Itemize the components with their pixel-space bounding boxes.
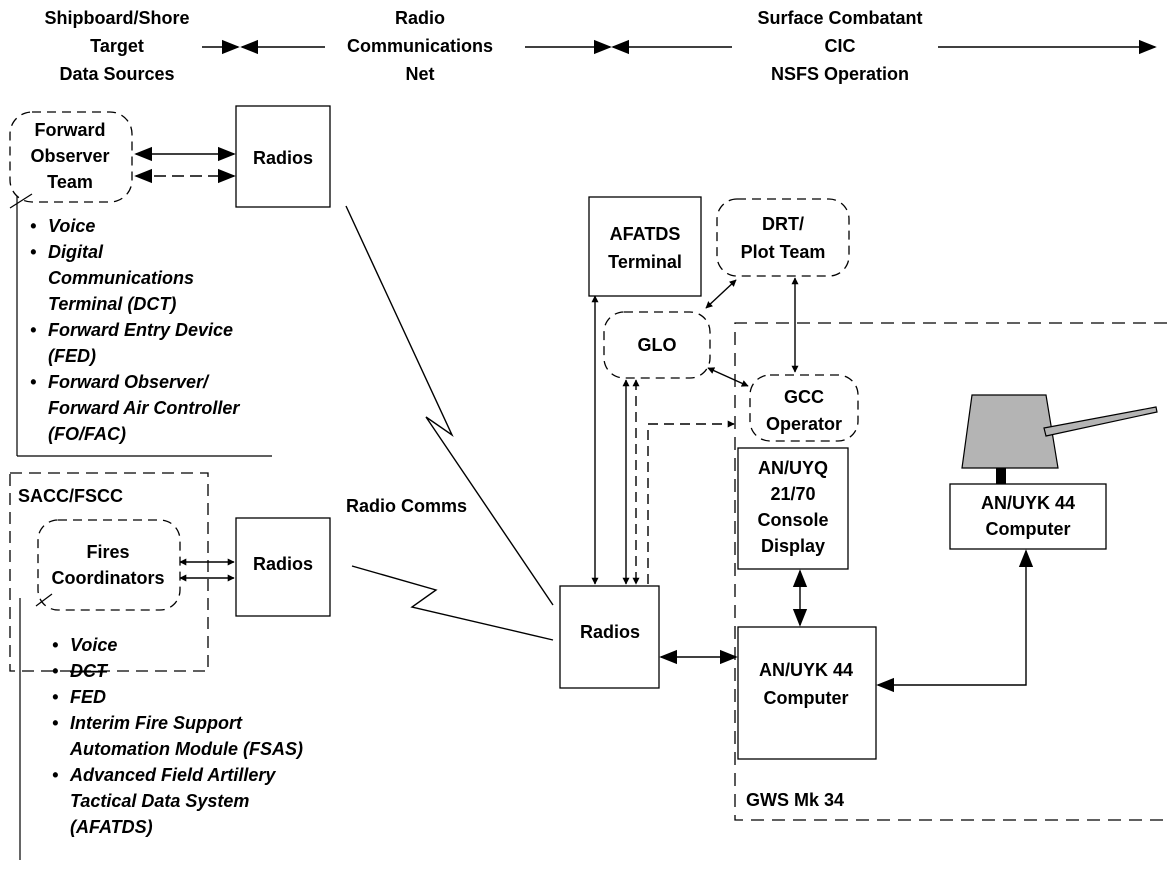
console-display-box xyxy=(737,447,849,570)
ship-radios-box xyxy=(559,585,660,689)
sacc-bullet-text: Advanced Field Artillery xyxy=(69,765,276,785)
sacc-bullet-text: Tactical Data System xyxy=(70,791,249,811)
main-computer-box xyxy=(737,626,877,760)
radio-link-sacc-to-ship xyxy=(351,565,554,641)
header-right-line1: Surface Combatant xyxy=(757,8,922,28)
sacc-bullet-dot: • xyxy=(52,687,58,707)
fo-bullet-text: Communications xyxy=(48,268,194,288)
fo-bullet-text: Forward Entry Device xyxy=(48,320,233,340)
gcc-operator-box xyxy=(749,374,859,442)
fo-bullet-dot: • xyxy=(30,216,36,236)
afatds-line1: AFATDS xyxy=(610,224,681,244)
header-middle: Radio Communications Net xyxy=(347,8,493,84)
sacc-bullet-text: Voice xyxy=(70,635,117,655)
forward-observer-team-line3: Team xyxy=(47,172,93,192)
sacc-bullet-text: (AFATDS) xyxy=(70,817,153,837)
main-computer-line2: Computer xyxy=(764,688,849,708)
header-left-line3: Data Sources xyxy=(59,64,174,84)
forward-observer-radios-label: Radios xyxy=(253,148,313,168)
header-middle-line1: Radio xyxy=(395,8,445,28)
forward-observer-radios-box xyxy=(235,105,331,208)
fo-bullet-text: (FO/FAC) xyxy=(48,424,126,444)
sacc-bullet-dot: • xyxy=(52,765,58,785)
header-middle-line3: Net xyxy=(405,64,434,84)
fires-coordinators-line2: Coordinators xyxy=(51,568,164,588)
glo-drt-link xyxy=(705,279,737,309)
fo-bullet-text: (FED) xyxy=(48,346,96,366)
gun-computer-line1: AN/UYK 44 xyxy=(981,493,1075,513)
fires-coordinators-box xyxy=(37,519,181,611)
sacc-radios-box xyxy=(235,517,331,617)
sacc-bullet-text: Interim Fire Support xyxy=(70,713,243,733)
afatds-line2: Terminal xyxy=(608,252,682,272)
sacc-bullet-text: DCT xyxy=(70,661,109,681)
console-line4: Display xyxy=(761,536,825,556)
glo-gcc-link xyxy=(707,367,749,387)
sacc-bracket-tick xyxy=(35,593,53,607)
header-right-line3: NSFS Operation xyxy=(771,64,909,84)
glo-label: GLO xyxy=(638,335,677,355)
sacc-bullet-text: FED xyxy=(70,687,106,707)
gun-barrel xyxy=(1043,406,1158,437)
header-right: Surface Combatant CIC NSFS Operation xyxy=(757,8,922,84)
sacc-fscc-box xyxy=(9,472,209,672)
drt-line1: DRT/ xyxy=(762,214,804,234)
fo-bullet-text: Forward Observer/ xyxy=(48,372,210,392)
header-left: Shipboard/Shore Target Data Sources xyxy=(44,8,189,84)
sacc-bullet-dot: • xyxy=(52,635,58,655)
console-line2: 21/70 xyxy=(770,484,815,504)
gws-mk34-label: GWS Mk 34 xyxy=(746,790,844,810)
afatds-terminal-box xyxy=(588,196,702,297)
fo-bullet-text: Voice xyxy=(48,216,95,236)
gun-computer-line2: Computer xyxy=(986,519,1071,539)
fo-bullet-dot: • xyxy=(30,320,36,340)
console-line1: AN/UYQ xyxy=(758,458,828,478)
sacc-bullet-dot: • xyxy=(52,661,58,681)
fo-bullet-text: Forward Air Controller xyxy=(48,398,240,418)
computer-gun-link xyxy=(876,549,1034,693)
gun-mount-icon xyxy=(961,394,1158,484)
sacc-bullet-dot: • xyxy=(52,713,58,733)
gun-pedestal xyxy=(996,468,1006,484)
sacc-bullets: • Voice • DCT • FED • Interim Fire SupportAutom… xyxy=(52,635,303,837)
header-left-line1: Shipboard/Shore xyxy=(44,8,189,28)
header-left-line2: Target xyxy=(90,36,144,56)
fo-bullet-text: Terminal (DCT) xyxy=(48,294,176,314)
gws-mk34-boundary xyxy=(734,322,1167,821)
gun-turret-body xyxy=(961,394,1059,469)
radio-comms-label: Radio Comms xyxy=(346,496,467,516)
fo-bullet-dot: • xyxy=(30,372,36,392)
drt-plot-team-box xyxy=(716,198,850,277)
gcc-line1: GCC xyxy=(784,387,824,407)
sacc-bullet-text: Automation Module (FSAS) xyxy=(69,739,303,759)
forward-observer-team-box xyxy=(9,111,133,203)
ship-connections xyxy=(591,277,1034,693)
main-computer-line1: AN/UYK 44 xyxy=(759,660,853,680)
fo-bracket-tick xyxy=(9,193,33,209)
radios-gcc-dashed-link xyxy=(647,420,735,584)
console-line3: Console xyxy=(757,510,828,530)
gcc-line2: Operator xyxy=(766,414,842,434)
gun-computer-box xyxy=(949,483,1107,550)
fo-bullet-dot: • xyxy=(30,242,36,262)
radio-link-fo-to-ship xyxy=(345,205,554,606)
sacc-fscc-title: SACC/FSCC xyxy=(18,486,123,506)
forward-observer-team-line2: Observer xyxy=(30,146,109,166)
sacc-radios-label: Radios xyxy=(253,554,313,574)
ship-radios-label: Radios xyxy=(580,622,640,642)
fo-bullet-text: Digital xyxy=(48,242,104,262)
header-right-line2: CIC xyxy=(825,36,856,56)
glo-box xyxy=(603,311,711,379)
header-middle-line2: Communications xyxy=(347,36,493,56)
drt-line2: Plot Team xyxy=(741,242,826,262)
fires-coordinators-line1: Fires xyxy=(86,542,129,562)
forward-observer-team-line1: Forward xyxy=(34,120,105,140)
